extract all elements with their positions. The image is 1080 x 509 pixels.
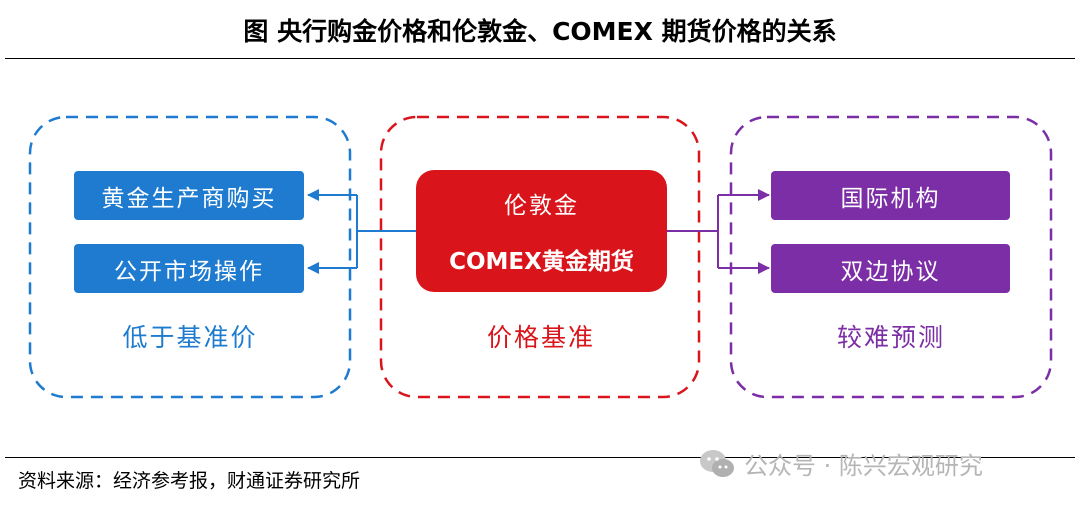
source-divider	[5, 457, 1075, 458]
gold-producer-purchase-box: 黄金生产商购买	[74, 171, 304, 220]
international-institution-box: 国际机构	[771, 171, 1010, 220]
title-divider	[5, 58, 1075, 59]
right-connector	[667, 189, 770, 274]
source-note: 资料来源：经济参考报，财通证券研究所	[18, 470, 361, 492]
watermark: 公众号 · 陈兴宏观研究	[698, 446, 983, 481]
bilateral-agreement-box: 双边协议	[771, 244, 1010, 293]
open-market-operation-box: 公开市场操作	[74, 244, 304, 293]
figure-title: 图 央行购金价格和伦敦金、COMEX 期货价格的关系	[243, 17, 837, 46]
center-group-caption: 价格基准	[486, 323, 595, 352]
watermark-text: 公众号 · 陈兴宏观研究	[744, 452, 983, 480]
center-group-frame	[379, 115, 701, 399]
london-gold-label: 伦敦金	[504, 193, 579, 219]
wechat-icon	[700, 449, 734, 477]
right-group-caption: 较难预测	[836, 323, 945, 352]
comex-futures-label: COMEX黄金期货	[449, 249, 634, 275]
left-connector	[307, 189, 416, 274]
left-group-caption: 低于基准价	[122, 323, 258, 352]
price-benchmark-box: 伦敦金 COMEX黄金期货	[416, 170, 667, 292]
right-group-frame	[729, 115, 1053, 399]
left-group-frame	[28, 115, 352, 399]
